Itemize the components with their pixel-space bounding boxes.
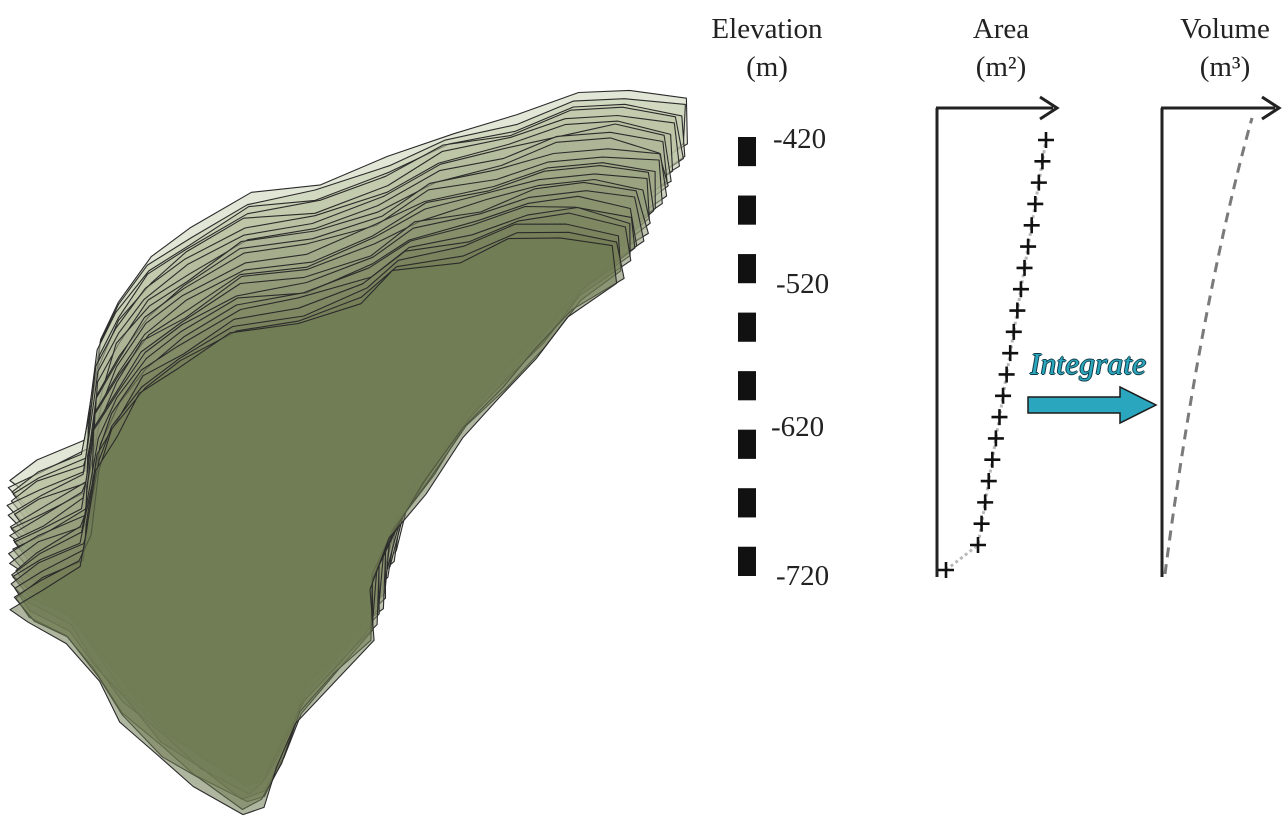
bathymetry-layer bbox=[9, 237, 618, 816]
volume-title: Volume bbox=[1180, 13, 1270, 45]
area-plus-mark bbox=[1034, 153, 1051, 170]
area-plus-mark bbox=[1002, 345, 1019, 362]
scale-tick-label: -520 bbox=[776, 268, 830, 300]
area-plus-mark bbox=[970, 537, 986, 553]
scale-segment bbox=[738, 195, 756, 225]
elevation-title: Elevation bbox=[711, 13, 823, 45]
scale-segment bbox=[738, 400, 756, 430]
area-plus-mark bbox=[1030, 174, 1047, 191]
area-plus-mark bbox=[980, 473, 997, 490]
area-plus-mark bbox=[938, 562, 954, 578]
area-title: Area bbox=[972, 13, 1030, 45]
scale-segment bbox=[738, 371, 756, 401]
scale-tick-label: -420 bbox=[773, 123, 827, 155]
area-unit: (m²) bbox=[975, 51, 1027, 83]
integrate-arrow bbox=[1027, 385, 1158, 425]
area-plus-mark bbox=[1020, 238, 1037, 255]
scale-segment bbox=[738, 341, 756, 372]
area-plus-mark bbox=[1005, 323, 1022, 340]
scale-segment bbox=[738, 488, 756, 518]
area-plus-mark bbox=[977, 494, 994, 511]
scale-tick-label: -720 bbox=[776, 560, 830, 592]
scale-segment bbox=[738, 254, 756, 284]
area-plus-mark bbox=[973, 515, 990, 532]
area-plus-mark bbox=[987, 430, 1004, 447]
area-plus-mark bbox=[984, 451, 1001, 468]
volume-axes bbox=[1160, 95, 1282, 577]
bathymetry-layer-stack bbox=[6, 89, 688, 816]
elevation-unit: (m) bbox=[746, 51, 788, 83]
area-plus-mark bbox=[991, 409, 1008, 426]
volume-arrowhead bbox=[1261, 95, 1282, 121]
scale-segment bbox=[738, 458, 756, 489]
area-plus-marks bbox=[938, 132, 1054, 578]
elevation-scale-bar bbox=[738, 137, 756, 576]
volume-unit: (m³) bbox=[1199, 51, 1251, 83]
scale-segment bbox=[738, 517, 756, 547]
scale-tick-label: -620 bbox=[771, 411, 825, 443]
scale-segment bbox=[738, 429, 756, 459]
area-plus-mark bbox=[995, 387, 1012, 404]
area-plus-mark bbox=[998, 366, 1015, 383]
scale-segment bbox=[738, 312, 756, 342]
area-plus-mark bbox=[1023, 217, 1040, 234]
area-plus-mark bbox=[1027, 195, 1044, 212]
scale-segment bbox=[738, 166, 756, 196]
scale-segment bbox=[738, 137, 756, 167]
area-plus-mark bbox=[1012, 281, 1029, 298]
area-plus-mark bbox=[1009, 302, 1026, 319]
scale-segment bbox=[738, 546, 756, 576]
integrate-label: Integrate bbox=[1030, 346, 1147, 381]
area-axes bbox=[935, 95, 1060, 577]
scale-segment bbox=[738, 283, 756, 313]
area-arrowhead bbox=[1039, 95, 1060, 121]
area-plus-mark bbox=[1016, 259, 1033, 276]
volume-dashed-curve bbox=[1163, 117, 1254, 575]
scale-segment bbox=[738, 224, 756, 255]
area-plus-mark bbox=[1038, 132, 1054, 148]
